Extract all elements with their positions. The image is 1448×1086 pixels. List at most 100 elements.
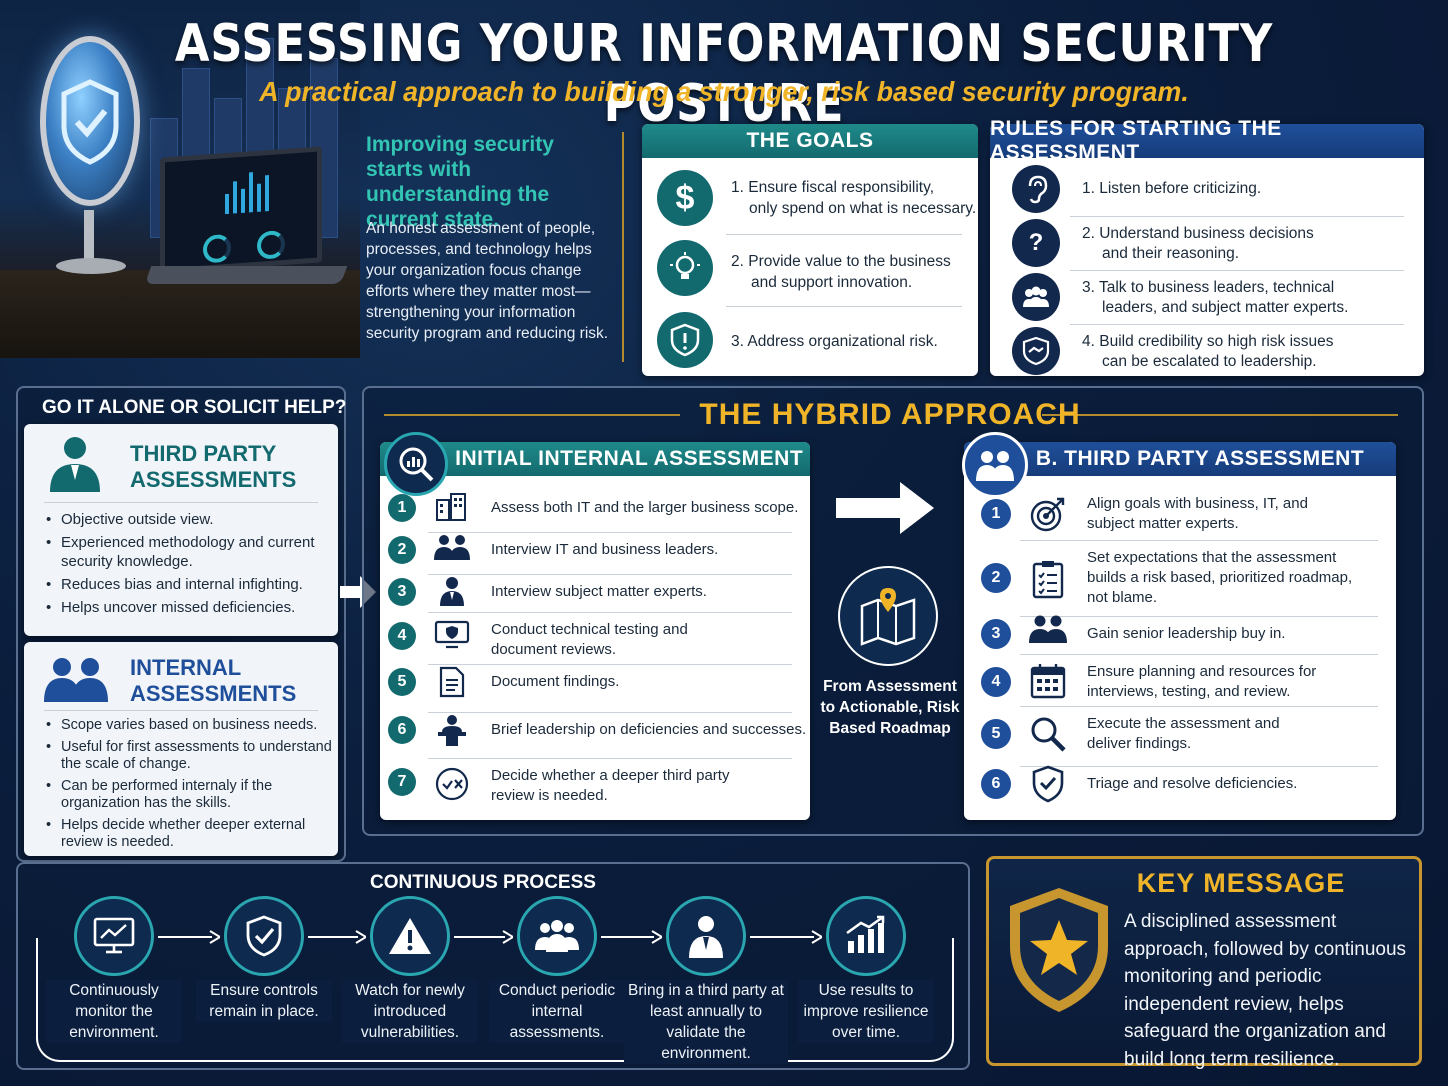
internal-step-text: review is needed. <box>491 787 608 804</box>
solicit-title: GO IT ALONE OR SOLICIT HELP? <box>42 397 347 418</box>
process-step-text: Watch for newly introduced vulnerabiliti… <box>342 980 478 1043</box>
dollar-icon: $ <box>657 170 713 226</box>
list-item: Helps uncover missed deficiencies. <box>44 598 334 617</box>
third-party-title-line-1: THIRD PARTY <box>130 441 277 466</box>
group-icon <box>1012 273 1060 321</box>
separator <box>1020 540 1378 541</box>
roadmap-caption: From Assessment to Actionable, Risk Base… <box>820 678 960 737</box>
goals-title: THE GOALS <box>642 124 978 158</box>
third-party-step-text: Execute the assessment and <box>1087 715 1280 732</box>
process-step-text: Ensure controls remain in place. <box>196 980 332 1022</box>
internal-assessment-title: A. INITIAL INTERNAL ASSESSMENT <box>380 442 810 476</box>
third-party-step-text: Ensure planning and resources for <box>1087 663 1317 680</box>
process-step-text: Use results to improve resilience over t… <box>798 980 934 1043</box>
internal-title-line-1: INTERNAL <box>130 655 242 680</box>
step-number-badge: 3 <box>388 578 416 606</box>
process-title: CONTINUOUS PROCESS <box>370 872 596 893</box>
star-shield-icon <box>1004 884 1114 1016</box>
list-item: Experienced methodology and current secu… <box>44 533 334 571</box>
internal-bullets: Scope varies based on business needs. Us… <box>44 717 334 856</box>
key-message-title: KEY MESSAGE <box>1136 868 1346 898</box>
rule-2-line-2: and their reasoning. <box>1102 245 1240 262</box>
list-item: Can be performed internaly if the organi… <box>44 778 334 813</box>
step-number-badge: 1 <box>388 494 416 522</box>
consultant-icon <box>666 896 746 976</box>
roadmap-icon <box>838 566 938 666</box>
separator <box>428 712 792 713</box>
goal-2-line-1: 2. Provide value to the business <box>731 253 951 270</box>
separator <box>1020 766 1378 767</box>
step-number-badge: 3 <box>981 619 1011 649</box>
step-number-badge: 2 <box>388 536 416 564</box>
internal-step-text: Brief leadership on deficiencies and suc… <box>491 721 807 738</box>
internal-step-text: document reviews. <box>491 641 617 658</box>
divider <box>622 132 624 362</box>
list-item: Reduces bias and internal infighting. <box>44 575 334 594</box>
calendar-icon <box>1026 663 1070 706</box>
separator <box>44 710 318 711</box>
divider <box>1042 414 1398 416</box>
separator <box>726 234 962 235</box>
step-number-badge: 7 <box>388 768 416 796</box>
people-icon <box>962 432 1028 498</box>
third-party-step-text: Triage and resolve deficiencies. <box>1087 775 1298 792</box>
third-party-step-text: interviews, testing, and review. <box>1087 683 1291 700</box>
warning-icon <box>370 896 450 976</box>
shield-mirror-icon <box>40 36 140 206</box>
presenter-icon <box>434 714 470 753</box>
separator <box>1070 324 1404 325</box>
separator <box>428 612 792 613</box>
rule-2-line-1: 2. Understand business decisions <box>1082 225 1314 242</box>
mirror-base <box>56 258 126 274</box>
arrow-right-icon <box>454 930 515 944</box>
list-item: Objective outside view. <box>44 510 334 529</box>
separator <box>1020 616 1378 617</box>
process-step-text: Bring in a third party at least annually… <box>624 980 788 1064</box>
third-party-step-text: Align goals with business, IT, and <box>1087 495 1308 512</box>
clipboard-icon <box>1026 559 1070 606</box>
separator <box>44 502 318 503</box>
shield-check-icon <box>1026 765 1070 810</box>
internal-title-line-2: ASSESSMENTS <box>130 681 297 706</box>
arrow-right-icon <box>158 930 222 944</box>
separator <box>1070 216 1404 217</box>
third-party-assessment-title: B. THIRD PARTY ASSESSMENT <box>964 442 1396 476</box>
divider <box>384 414 680 416</box>
separator <box>1020 654 1378 655</box>
hero-illustration <box>0 0 360 358</box>
third-party-step-text: subject matter experts. <box>1087 515 1239 532</box>
separator <box>1070 270 1404 271</box>
step-number-badge: 5 <box>388 668 416 696</box>
laptop-base <box>144 266 348 284</box>
businessman-icon <box>44 434 106 494</box>
step-number-badge: 5 <box>981 719 1011 749</box>
growth-chart-icon <box>826 896 906 976</box>
step-number-badge: 4 <box>388 622 416 650</box>
third-party-step-text: Gain senior leadership buy in. <box>1087 625 1286 642</box>
internal-step-text: Document findings. <box>491 673 620 690</box>
team-icon <box>517 896 597 976</box>
shield-check-icon <box>61 79 119 165</box>
intro-body: An honest assessment of people, processe… <box>366 220 609 342</box>
goal-1-line-2: only spend on what is necessary. <box>749 200 977 217</box>
arrow-right-icon <box>834 478 938 538</box>
arrow-right-icon <box>601 930 664 944</box>
decision-icon <box>434 766 470 809</box>
page-subtitle: A practical approach to building a stron… <box>259 76 1189 107</box>
third-party-bullets: Objective outside view. Experienced meth… <box>44 510 334 621</box>
separator <box>428 758 792 759</box>
third-party-step-text: not blame. <box>1087 589 1158 606</box>
desk-surface <box>0 270 360 358</box>
rule-3-line-2: leaders, and subject matter experts. <box>1102 299 1349 316</box>
people-icon <box>434 534 470 567</box>
laptop-dashboard <box>160 146 322 274</box>
process-step-text: Continuously monitor the environment. <box>46 980 182 1043</box>
rule-4-line-1: 4. Build credibility so high risk issues <box>1082 333 1334 350</box>
step-number-badge: 1 <box>981 499 1011 529</box>
rule-1-line-1: 1. Listen before criticizing. <box>1082 180 1262 197</box>
third-party-step-text: deliver findings. <box>1087 735 1192 752</box>
intro-heading: Improving security starts with understan… <box>366 133 554 231</box>
list-item: Useful for first assessments to understa… <box>44 739 334 774</box>
separator <box>726 306 962 307</box>
mirror-stand <box>84 210 94 260</box>
